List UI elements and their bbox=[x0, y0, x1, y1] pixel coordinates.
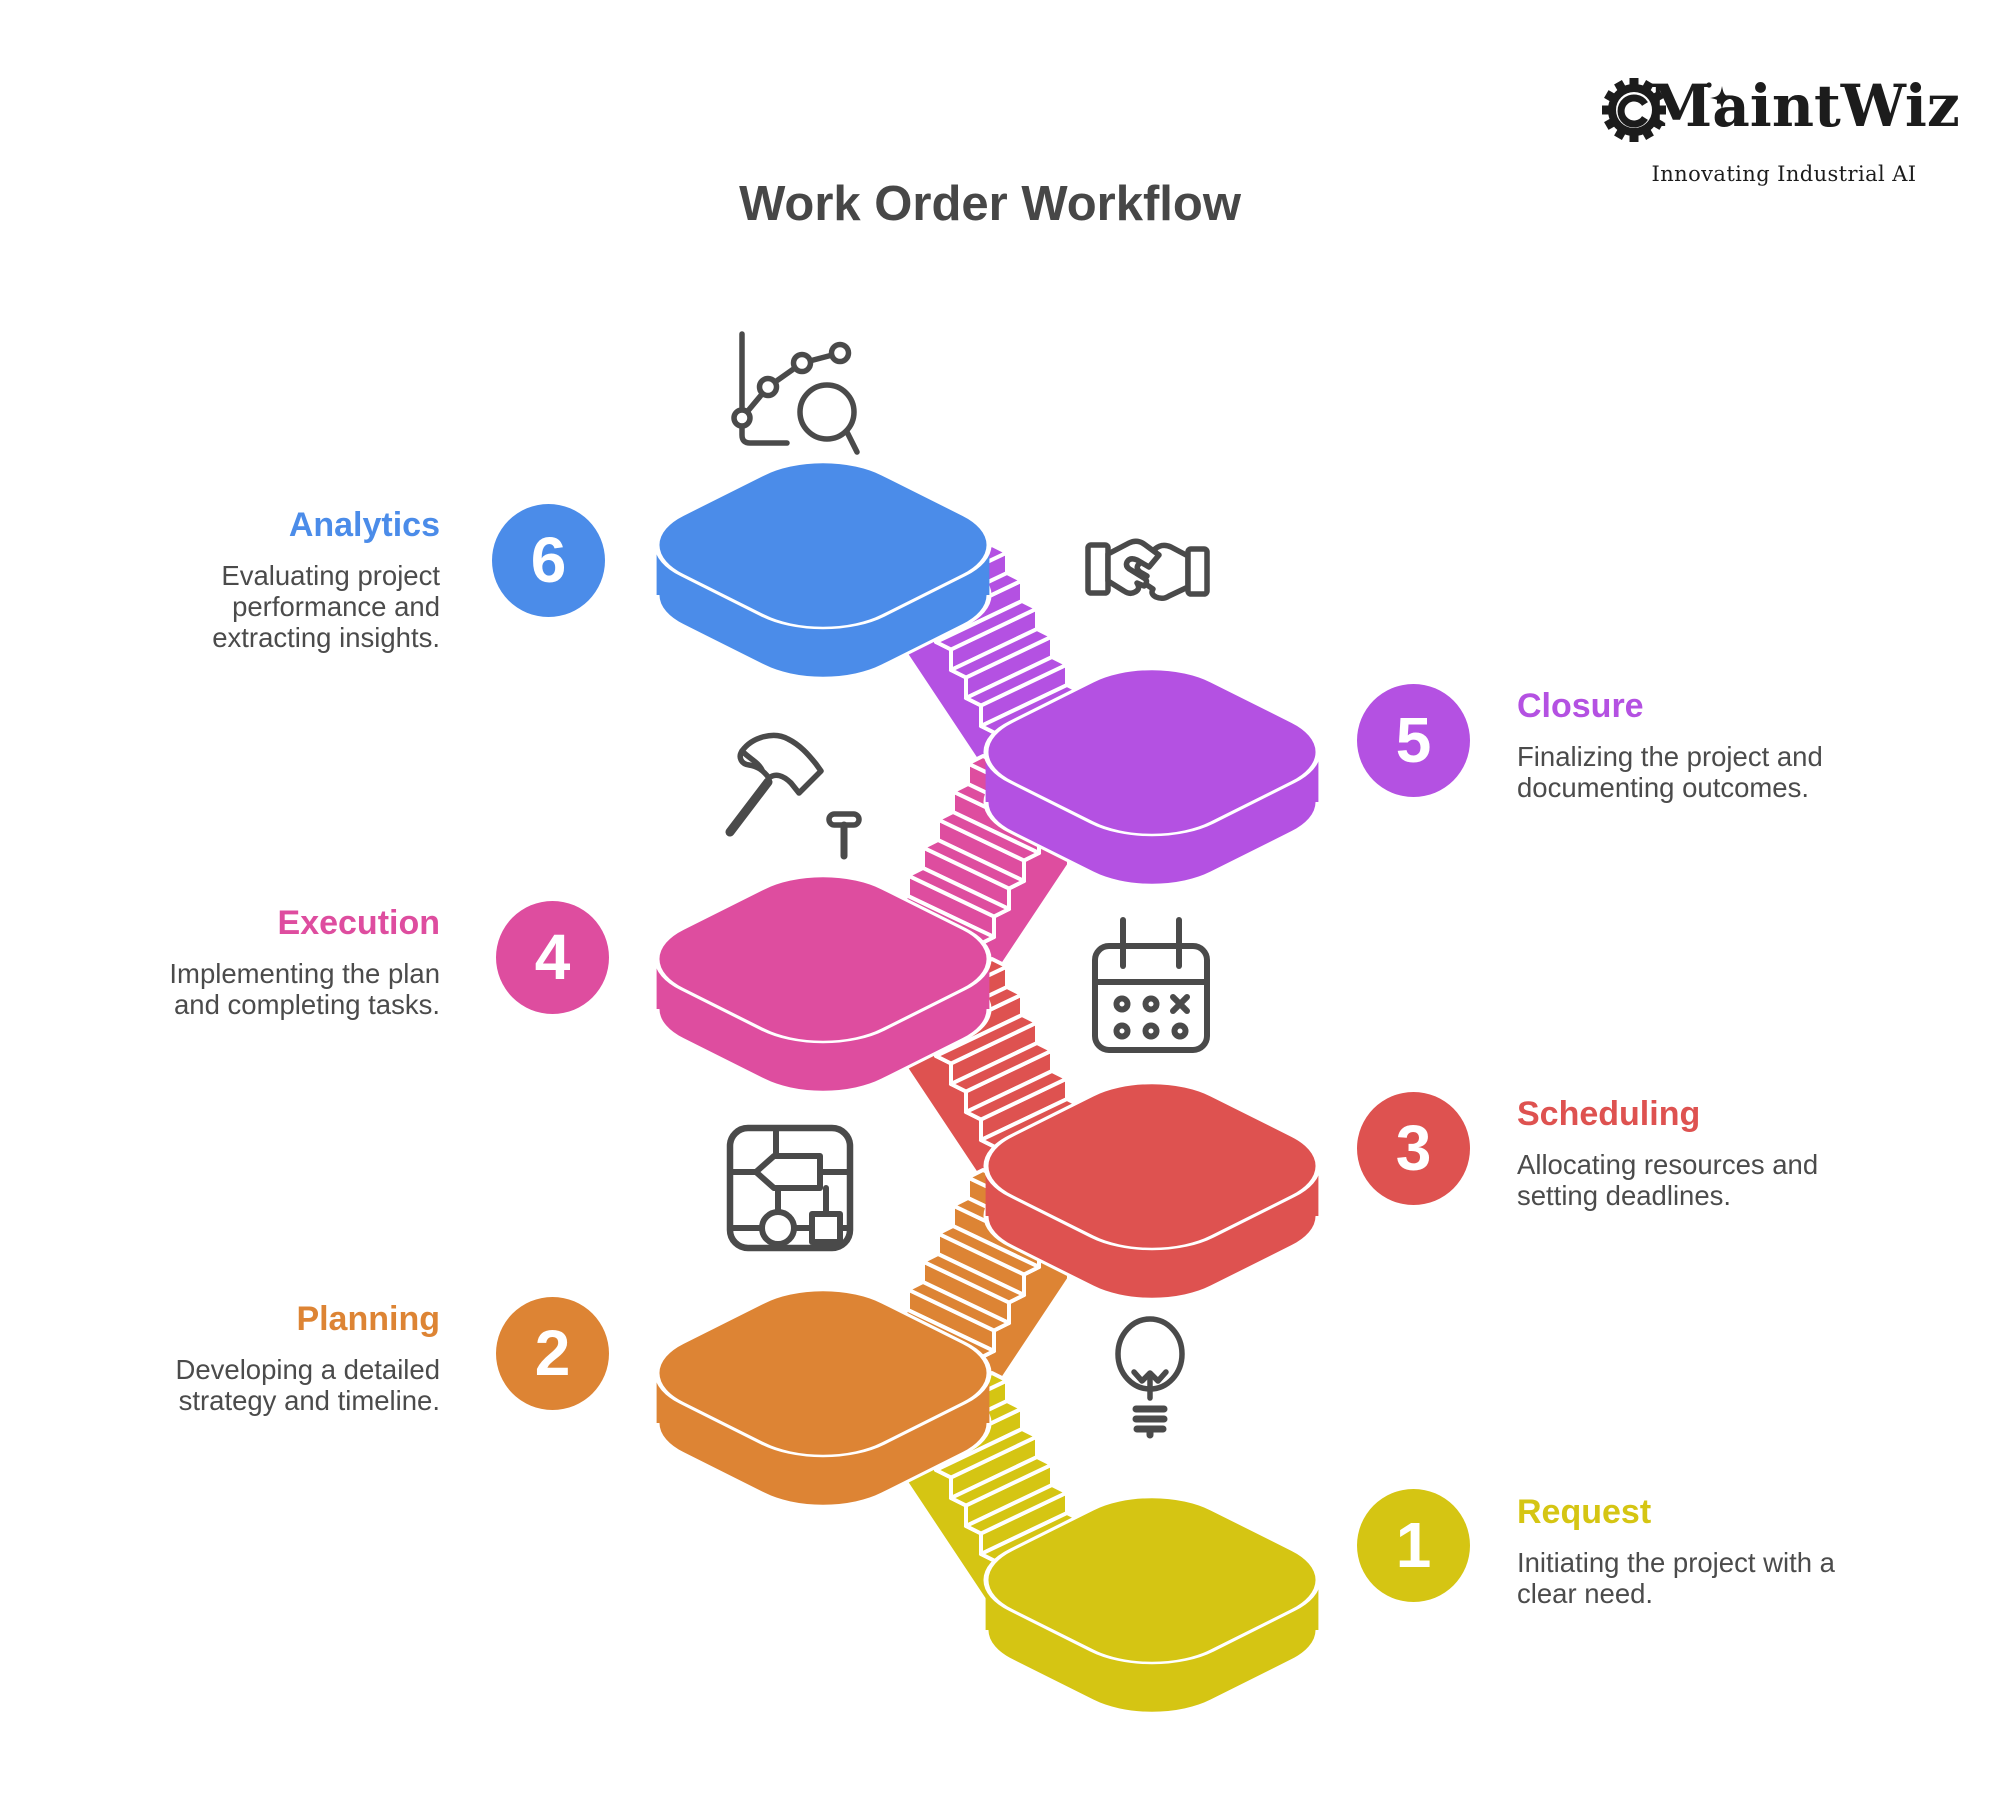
step-label-planning: Planning Developing a detailed strategy … bbox=[120, 1299, 441, 1416]
step-description: Evaluating project performance and extra… bbox=[212, 560, 440, 653]
step-description: Finalizing the project and documenting o… bbox=[1517, 741, 1823, 803]
platform-step-1-request bbox=[983, 1495, 1321, 1715]
step-number-badge: 5 bbox=[1357, 684, 1470, 797]
step-label-analytics: Analytics Evaluating project performance… bbox=[120, 505, 440, 653]
logo-name: MaintWiz bbox=[1648, 72, 1960, 140]
handshake-icon bbox=[1085, 538, 1210, 602]
step-number: 5 bbox=[1395, 704, 1432, 776]
step-label-scheduling: Scheduling Allocating resources and sett… bbox=[1517, 1094, 1877, 1211]
step-number: 3 bbox=[1395, 1112, 1432, 1184]
step-description: Developing a detailed strategy and timel… bbox=[175, 1354, 441, 1416]
platform-step-6-analytics bbox=[654, 460, 992, 680]
page-title: Work Order Workflow bbox=[739, 177, 1241, 231]
step-number: 2 bbox=[534, 1317, 571, 1389]
step-title: Analytics bbox=[288, 506, 440, 544]
lightbulb-icon bbox=[1115, 1316, 1185, 1439]
step-label-execution: Execution Implementing the plan and comp… bbox=[120, 903, 440, 1020]
flowchart-icon bbox=[726, 1124, 854, 1252]
step-number-badge: 3 bbox=[1357, 1092, 1470, 1205]
brand-logo: MaintWiz Innovating Industrial AI bbox=[1590, 66, 1960, 201]
step-description: Allocating resources and setting deadlin… bbox=[1517, 1149, 1819, 1211]
step-number-badge: 1 bbox=[1357, 1489, 1470, 1602]
logo-graphics bbox=[1602, 78, 1734, 142]
calendar-icon bbox=[1092, 917, 1210, 1053]
sparkle-icon bbox=[1706, 82, 1734, 110]
staircase-scene bbox=[654, 460, 1321, 1715]
analytics-chart-icon bbox=[731, 331, 860, 455]
step-label-closure: Closure Finalizing the project and docum… bbox=[1517, 686, 1877, 803]
step-number-badge: 4 bbox=[496, 901, 609, 1014]
step-description: Implementing the plan and completing tas… bbox=[169, 958, 440, 1020]
platform-step-5-closure bbox=[983, 667, 1321, 887]
platform-step-2-planning bbox=[654, 1288, 992, 1508]
step-title: Execution bbox=[277, 904, 440, 942]
step-title: Closure bbox=[1517, 687, 1644, 725]
step-number-badge: 6 bbox=[492, 504, 605, 617]
platform-step-3-scheduling bbox=[983, 1081, 1321, 1301]
nail-icon bbox=[826, 811, 862, 860]
step-number: 6 bbox=[530, 524, 567, 596]
step-description: Initiating the project with a clear need… bbox=[1517, 1547, 1835, 1609]
step-number: 4 bbox=[534, 921, 571, 993]
step-title: Planning bbox=[296, 1300, 440, 1338]
logo-tagline: Innovating Industrial AI bbox=[1651, 162, 1917, 186]
platform-step-4-execution bbox=[654, 874, 992, 1094]
step-title: Scheduling bbox=[1517, 1095, 1701, 1133]
step-number-badge: 2 bbox=[496, 1297, 609, 1410]
hammer-and-nail-icon bbox=[725, 732, 862, 860]
step-label-request: Request Initiating the project with a cl… bbox=[1517, 1492, 1877, 1609]
step-number: 1 bbox=[1395, 1509, 1432, 1581]
gear-icon bbox=[1602, 78, 1666, 142]
step-title: Request bbox=[1517, 1493, 1652, 1531]
